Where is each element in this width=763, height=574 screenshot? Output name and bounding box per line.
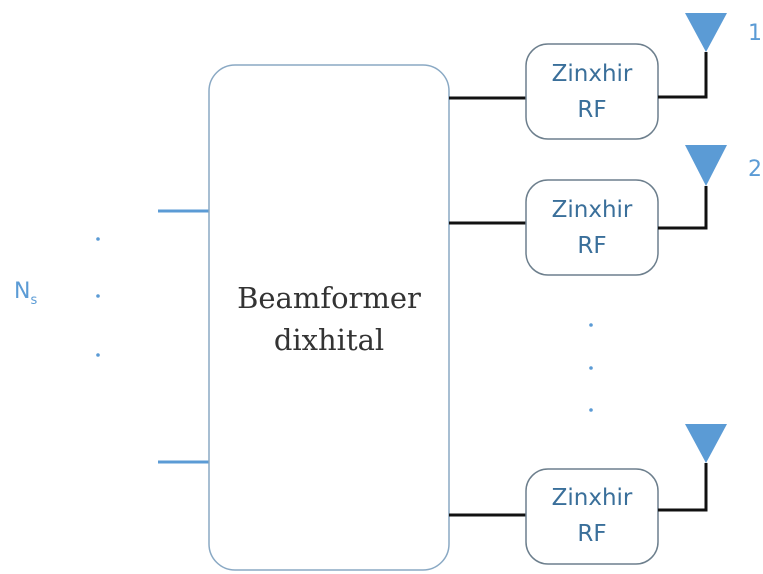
beamformer-label-line1: Beamformer — [237, 281, 421, 315]
antenna-icon — [685, 424, 727, 463]
input-dot-1 — [96, 237, 100, 241]
rf-chain-box — [525, 179, 659, 276]
streams-label-sub: s — [30, 293, 37, 308]
input-dot-2 — [96, 294, 100, 298]
rf-dot-3 — [589, 408, 593, 412]
rf-dot-2 — [589, 366, 593, 370]
rf-chain-label-line2: RF — [577, 521, 606, 547]
antenna-label-1: 1 — [748, 21, 762, 46]
wire-rf-to-antenna-2 — [658, 186, 708, 230]
rf-chain-box — [525, 43, 659, 140]
rf-chain-1: Zinxhir RF — [525, 43, 659, 140]
input-dot-3 — [96, 353, 100, 357]
digital-beamformer-box — [208, 64, 450, 571]
wire-rf-to-antenna-1 — [658, 52, 708, 99]
antenna-icon — [685, 13, 727, 52]
antenna-icon — [685, 145, 727, 186]
rf-chain-3: Zinxhir RF — [525, 468, 659, 565]
streams-label: Ns — [14, 279, 37, 308]
rf-dot-1 — [589, 323, 593, 327]
rf-chain-2: Zinxhir RF — [525, 179, 659, 276]
beamformer-label-line2: dixhital — [274, 323, 384, 357]
rf-chain-label-line1: Zinxhir — [552, 485, 633, 511]
rf-chain-label-line2: RF — [577, 233, 606, 259]
rf-chain-box — [525, 468, 659, 565]
antenna-label-2: 2 — [748, 157, 762, 182]
rf-chain-label-line1: Zinxhir — [552, 61, 633, 87]
rf-chain-label-line2: RF — [577, 97, 606, 123]
wire-rf-to-antenna-3 — [658, 463, 708, 512]
streams-label-main: N — [14, 279, 30, 304]
rf-chain-label-line1: Zinxhir — [552, 197, 633, 223]
